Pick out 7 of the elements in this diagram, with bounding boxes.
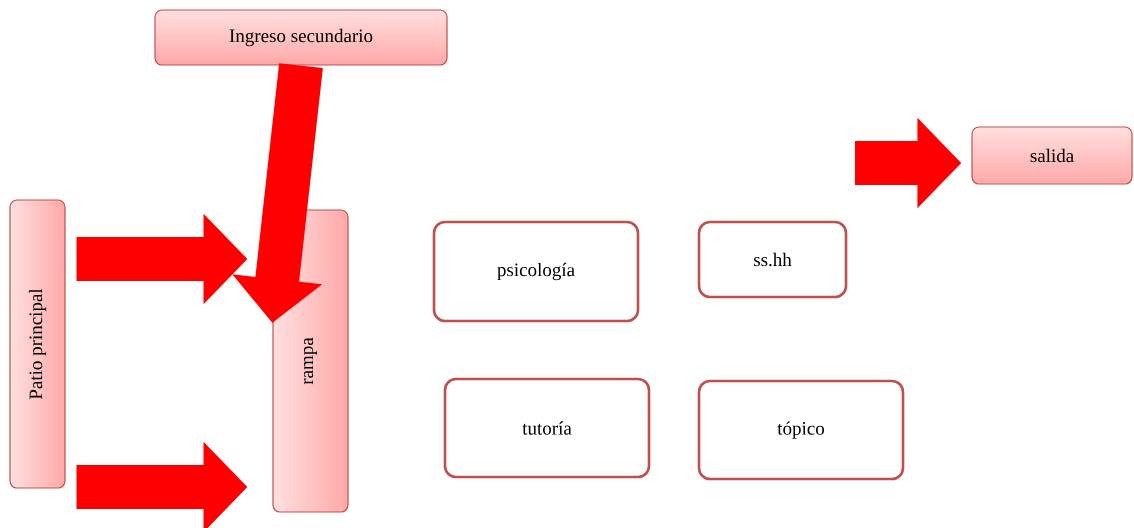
label-box: salida	[971, 126, 1133, 185]
label-box: Ingreso secundario	[154, 9, 448, 66]
room-box: ss.hh	[697, 220, 848, 299]
room-box: tópico	[697, 379, 905, 481]
label-box: Patio principal	[9, 199, 66, 489]
room-box: psicología	[432, 220, 640, 323]
room-box: tutoría	[443, 377, 651, 479]
